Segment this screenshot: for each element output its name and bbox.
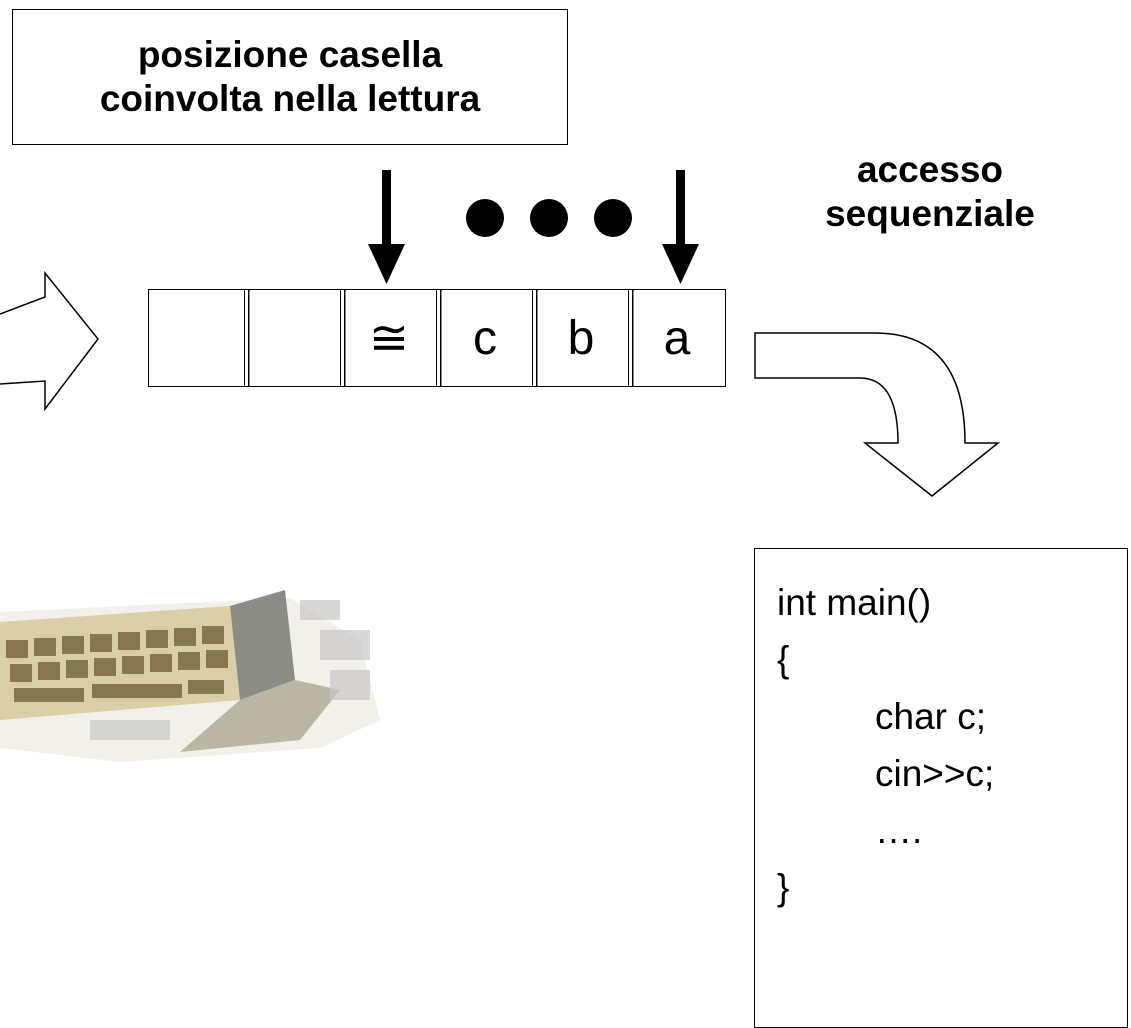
- sequential-access-label: accesso sequenziale: [740, 148, 1120, 236]
- code-listing-box: int main() { char c; cin>>c; …. }: [754, 548, 1128, 1028]
- code-line: ….: [875, 810, 923, 851]
- tape-cell: [244, 289, 342, 387]
- tape-cell: [148, 289, 246, 387]
- tape-cell: c: [436, 289, 534, 387]
- down-arrow-icon: [368, 170, 405, 284]
- code-line: cin>>c;: [875, 753, 995, 794]
- code-line: }: [777, 867, 790, 908]
- ellipsis-dots-icon: [466, 199, 632, 237]
- access-line-1: accesso: [856, 149, 1004, 190]
- input-tape: ≅ c b a: [148, 289, 726, 387]
- code-line: {: [777, 639, 790, 680]
- right-arrow-icon: [0, 270, 99, 412]
- tape-cell: a: [628, 289, 726, 387]
- down-arrow-icon: [662, 170, 699, 284]
- keyboard-icon: [0, 590, 380, 762]
- access-line-2: sequenziale: [825, 193, 1035, 234]
- read-position-label-box: posizione casella coinvolta nella lettur…: [12, 9, 568, 145]
- curved-down-arrow-icon: [754, 332, 1001, 497]
- tape-cell: ≅: [340, 289, 438, 387]
- tape-cell: b: [532, 289, 630, 387]
- label-line-2: coinvolta nella lettura: [99, 78, 481, 119]
- code-line: int main(): [777, 582, 932, 623]
- label-line-1: posizione casella: [137, 34, 443, 75]
- code-line: char c;: [875, 696, 987, 737]
